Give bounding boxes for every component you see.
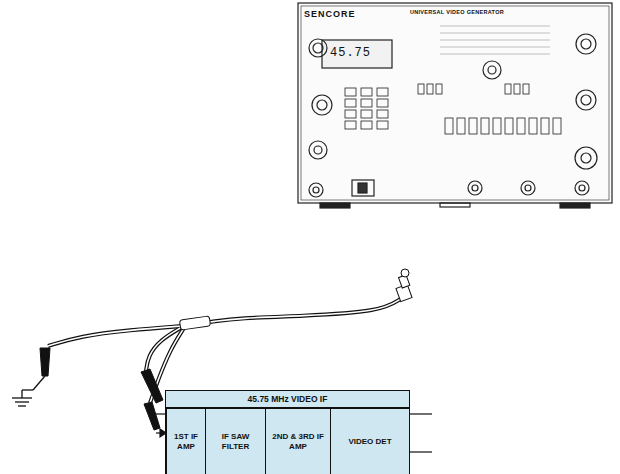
pattern-switch — [541, 118, 549, 134]
pattern-switch — [529, 118, 537, 134]
cable — [210, 298, 402, 322]
select-button — [514, 84, 520, 94]
select-button — [418, 84, 424, 94]
select-button — [505, 84, 511, 94]
pattern-switch — [481, 118, 489, 134]
ground-symbol — [12, 376, 45, 406]
block-label: 2ND & 3RD IF AMP — [266, 432, 330, 450]
keypad-button — [361, 99, 372, 107]
keypad-button — [361, 110, 372, 118]
panel-markings — [440, 54, 550, 55]
select-button — [427, 84, 433, 94]
pattern-switch — [493, 118, 501, 134]
select-button — [523, 84, 529, 94]
keypad-button — [377, 99, 388, 107]
keypad-button — [345, 99, 356, 107]
pattern-switch — [553, 118, 561, 134]
panel-label: SENCORE — [304, 9, 356, 19]
block-label: 1ST IF AMP — [167, 432, 205, 450]
panel-buttons — [345, 26, 561, 134]
panel-markings — [440, 40, 550, 41]
select-button — [436, 84, 442, 94]
test-clips — [40, 348, 163, 430]
block-label: 45.75 MHz VIDEO IF — [166, 391, 409, 408]
keypad-button — [377, 121, 388, 129]
section-box: 45.75 MHz VIDEO IF 1ST IF AMPIF SAW FILTE… — [165, 390, 410, 474]
keypad-button — [361, 121, 372, 129]
panel-markings — [440, 26, 550, 27]
panel-label: UNIVERSAL VIDEO GENERATOR — [410, 9, 504, 15]
bnc-connector — [396, 269, 412, 302]
pattern-switch — [505, 118, 513, 134]
keypad-button — [345, 88, 356, 96]
y-splitter — [179, 316, 210, 330]
stage-box: VIDEO DET — [330, 408, 410, 474]
pattern-switch — [445, 118, 453, 134]
stage-box: 2ND & 3RD IF AMP — [265, 408, 331, 474]
panel-markings — [440, 33, 550, 34]
video-generator — [298, 3, 612, 208]
pattern-switch — [469, 118, 477, 134]
stage-box: 1ST IF AMP — [166, 408, 206, 474]
pattern-switch — [457, 118, 465, 134]
keypad-button — [345, 110, 356, 118]
cable — [48, 326, 182, 346]
keypad-button — [361, 88, 372, 96]
keypad-button — [377, 88, 388, 96]
display-readout: 45.75 — [330, 46, 371, 60]
stage-box: IF SAW FILTER — [205, 408, 266, 474]
cable — [48, 326, 182, 346]
cable — [210, 298, 402, 322]
probe-cable — [48, 298, 402, 403]
pattern-switch — [517, 118, 525, 134]
keypad-button — [345, 121, 356, 129]
block-label: VIDEO DET — [346, 437, 393, 446]
panel-markings — [440, 47, 550, 48]
block-label: IF SAW FILTER — [206, 432, 265, 450]
keypad-button — [377, 110, 388, 118]
